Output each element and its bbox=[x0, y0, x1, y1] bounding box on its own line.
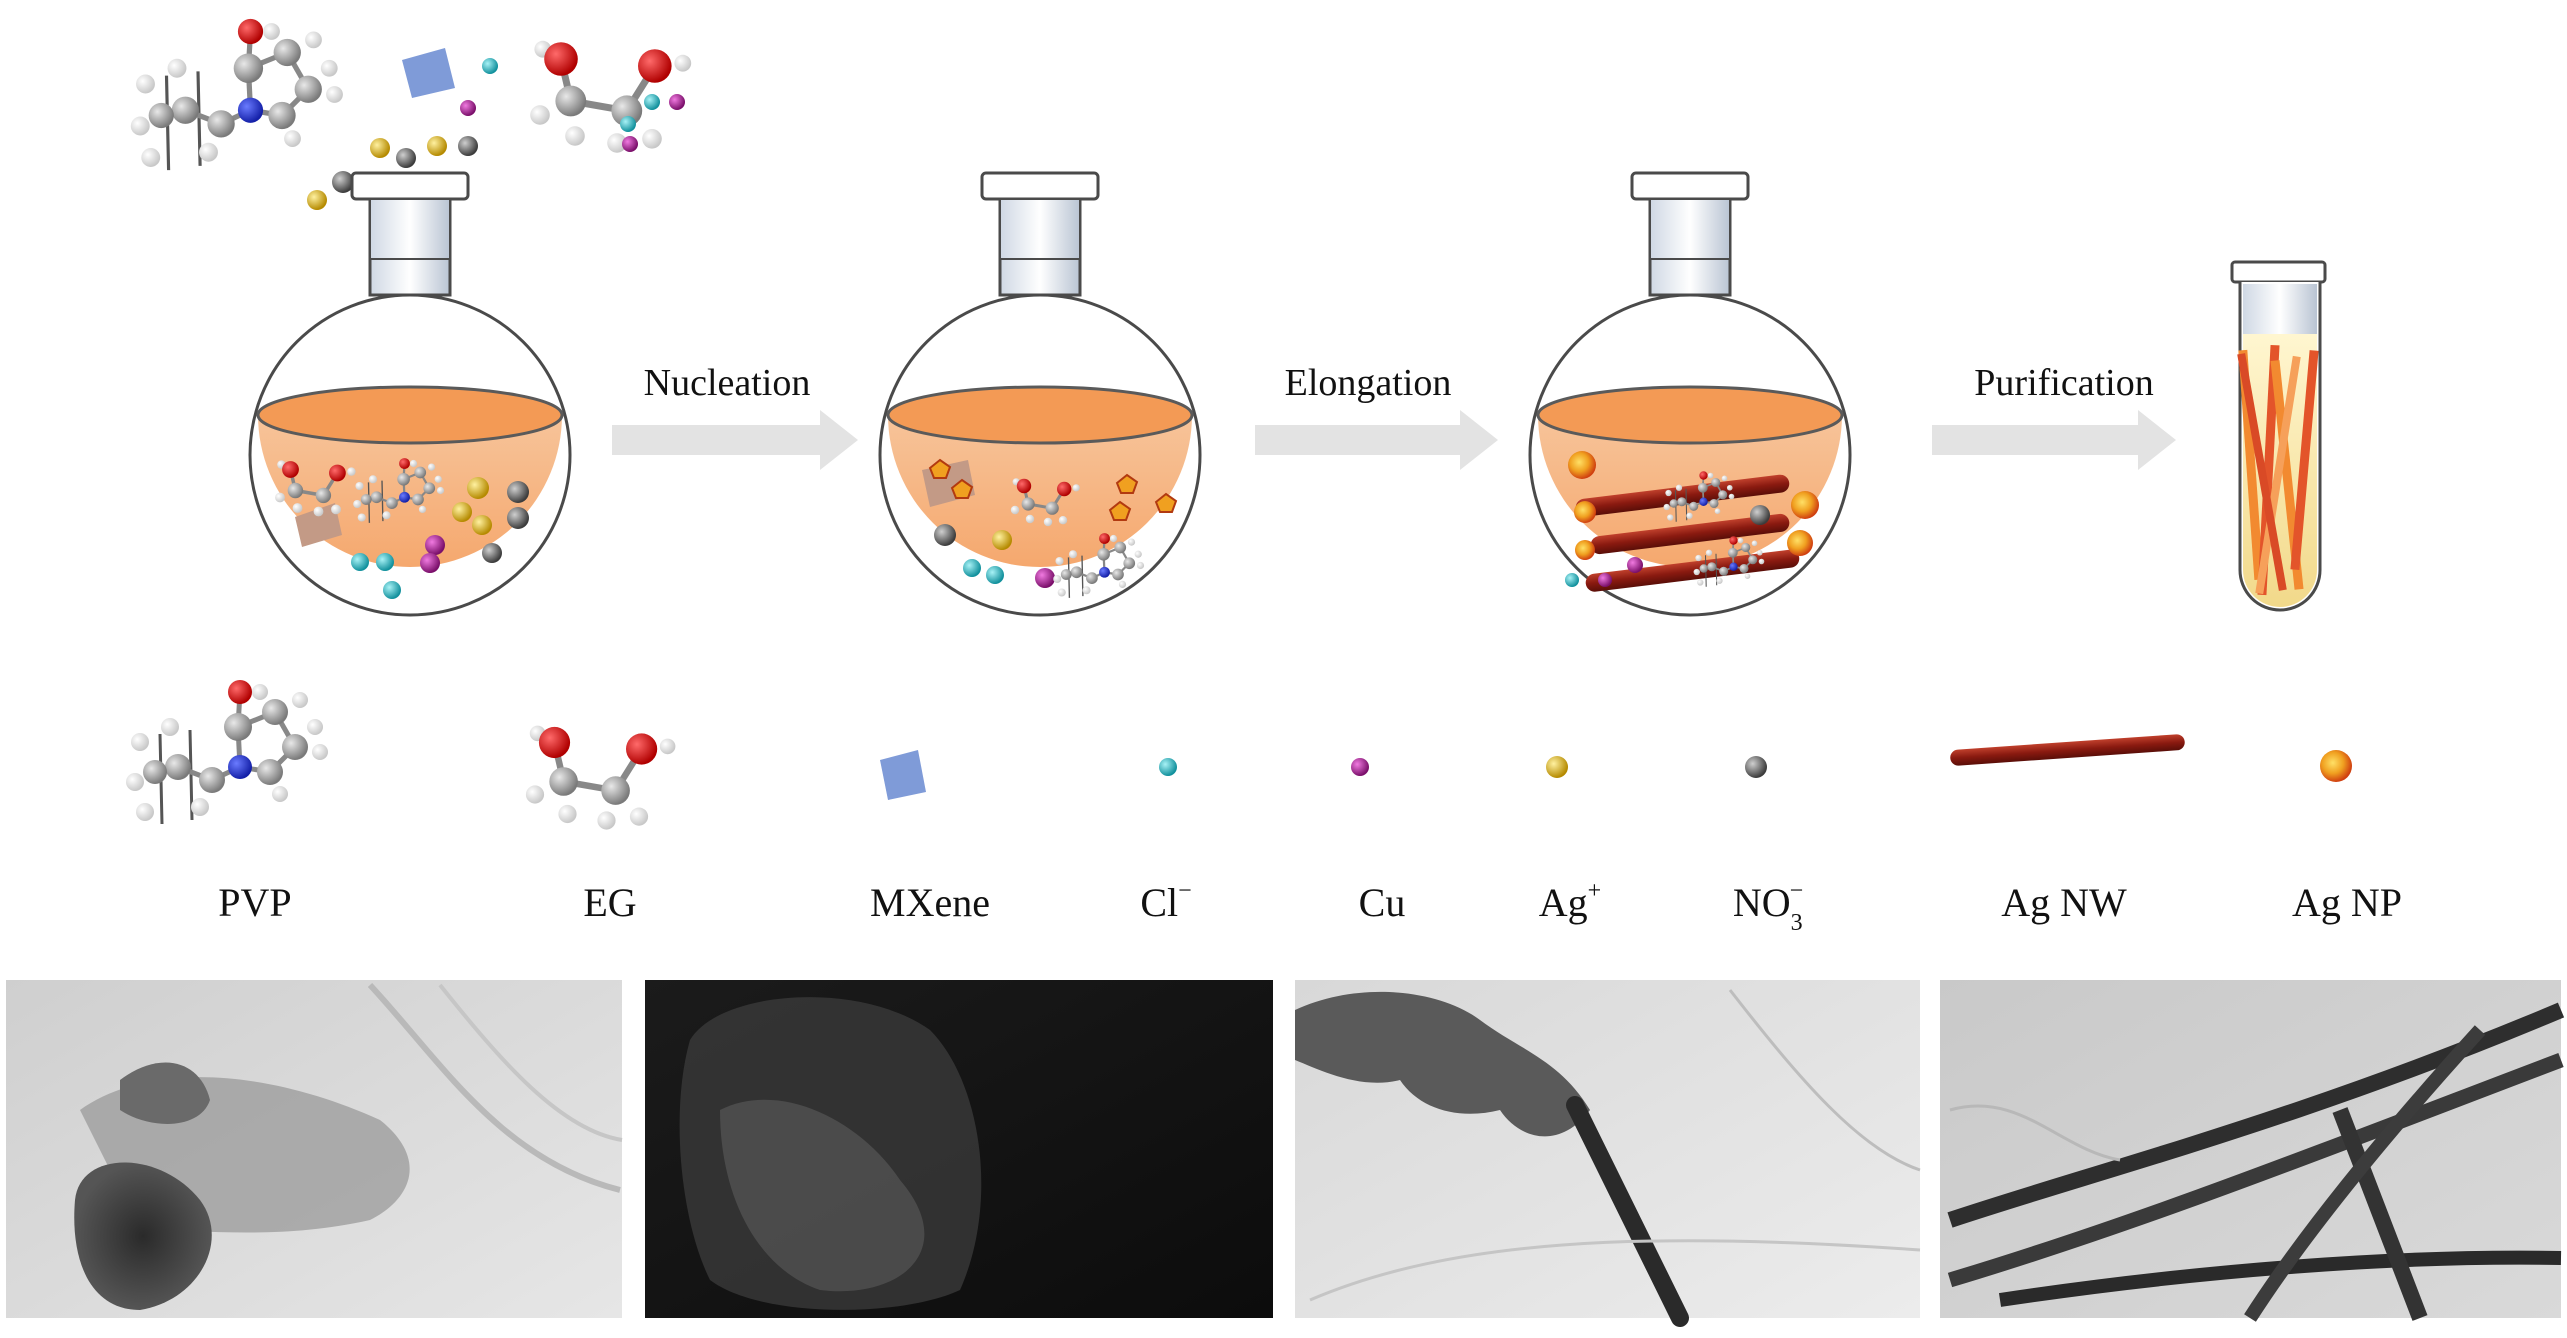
legend-label-nanoparticle: Ag NP bbox=[2292, 880, 2402, 925]
tem-image-nucleus bbox=[645, 980, 1273, 1318]
arrow-elongation bbox=[1255, 410, 1498, 470]
tem-image-mxene bbox=[6, 980, 623, 1318]
flask-2 bbox=[878, 171, 1202, 617]
tem-image-nanowires bbox=[1940, 980, 2565, 1322]
legend-label-chloride: Cl− bbox=[1140, 878, 1191, 925]
legend-label-nanowire: Ag NW bbox=[2001, 880, 2127, 925]
pvp-molecule-icon bbox=[126, 680, 328, 824]
legend-label-pvp: PVP bbox=[218, 880, 291, 925]
flask-3 bbox=[1528, 171, 1852, 617]
tem-image-elongation bbox=[1295, 980, 1921, 1327]
flask-1 bbox=[248, 171, 572, 617]
nitrate-icon bbox=[1745, 756, 1767, 778]
step-label-nucleation: Nucleation bbox=[644, 362, 811, 404]
silver-ion-icon bbox=[1546, 756, 1568, 778]
legend-label-eg: EG bbox=[583, 880, 636, 925]
mxene-flake-icon bbox=[402, 48, 455, 98]
legend-icons bbox=[126, 680, 2352, 830]
copper-icon bbox=[1351, 758, 1369, 776]
eg-molecule-icon bbox=[526, 726, 676, 830]
legend-label-nitrate: NO3− bbox=[1733, 878, 1803, 936]
step-label-purification: Purification bbox=[1974, 362, 2153, 404]
arrow-nucleation bbox=[612, 410, 858, 470]
legend-label-copper: Cu bbox=[1359, 880, 1406, 925]
reagent-cluster bbox=[131, 19, 691, 210]
nanowire-icon bbox=[1950, 734, 2185, 766]
step-label-elongation: Elongation bbox=[1285, 362, 1452, 404]
arrow-purification bbox=[1932, 410, 2176, 470]
nanoparticle-icon bbox=[2320, 750, 2352, 782]
mxene-icon bbox=[880, 750, 926, 800]
test-tube bbox=[2230, 260, 2327, 612]
legend-label-silver-ion: Ag+ bbox=[1539, 878, 1601, 925]
legend-label-mxene: MXene bbox=[870, 880, 990, 925]
chloride-icon bbox=[1159, 758, 1177, 776]
